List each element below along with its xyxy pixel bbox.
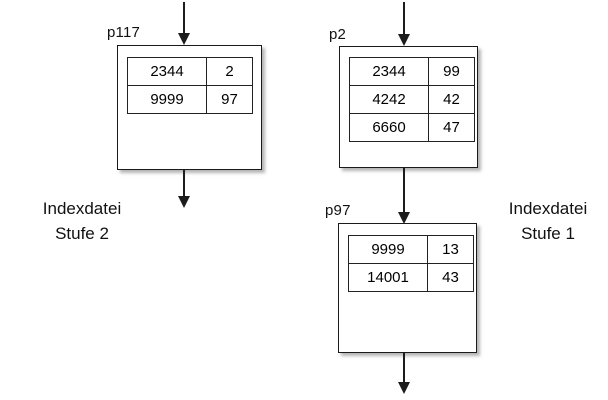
arrow-head [178,196,190,208]
table-row[interactable]: 2344 99 [349,57,475,86]
table-row[interactable]: 6660 47 [349,113,475,142]
key-cell: 2344 [127,57,207,86]
arrow-out-p117 [178,170,190,208]
page-label-p117: p117 [107,24,141,41]
arrow-head [398,34,410,46]
arrow-into-p2 [398,2,410,46]
key-cell: 6660 [349,113,429,142]
entry-table-p117: 2344 2 9999 97 [127,57,253,114]
pointer-cell: 97 [206,85,253,114]
pointer-cell: 43 [427,263,474,292]
key-cell: 9999 [127,85,207,114]
arrow-head [398,382,410,394]
caption-level-2: Indexdatei Stufe 2 [12,196,152,246]
arrow-shaft [403,2,405,35]
pointer-cell: 2 [206,57,253,86]
caption-level-2-line1: Indexdatei [42,199,122,218]
arrow-shaft [403,168,405,213]
pointer-cell: 13 [427,235,474,264]
arrow-shaft [183,2,185,34]
arrow-out-p97 [398,353,410,394]
caption-level-1-line1: Indexdatei [508,199,588,218]
page-label-p2: p2 [329,26,347,43]
key-cell: 2344 [349,57,429,86]
caption-level-1-line2: Stufe 1 [521,224,575,243]
arrow-head [398,212,410,224]
pointer-cell: 42 [428,85,475,114]
pointer-cell: 47 [428,113,475,142]
key-cell: 14001 [348,263,428,292]
arrow-shaft [183,170,185,197]
table-row[interactable]: 9999 13 [348,235,474,264]
table-row[interactable]: 4242 42 [349,85,475,114]
key-cell: 4242 [349,85,429,114]
key-cell: 9999 [348,235,428,264]
page-label-p97: p97 [325,202,351,219]
arrow-head [178,33,190,45]
caption-level-2-line2: Stufe 2 [55,224,109,243]
table-row[interactable]: 14001 43 [348,263,474,292]
arrow-p2-to-p97 [398,168,410,224]
entry-table-p97: 9999 13 14001 43 [348,235,474,292]
arrow-shaft [403,353,405,383]
entry-table-p2: 2344 99 4242 42 6660 47 [349,57,475,142]
table-row[interactable]: 9999 97 [127,85,253,114]
table-row[interactable]: 2344 2 [127,57,253,86]
caption-level-1: Indexdatei Stufe 1 [492,196,604,246]
pointer-cell: 99 [428,57,475,86]
arrow-into-p117 [178,2,190,45]
